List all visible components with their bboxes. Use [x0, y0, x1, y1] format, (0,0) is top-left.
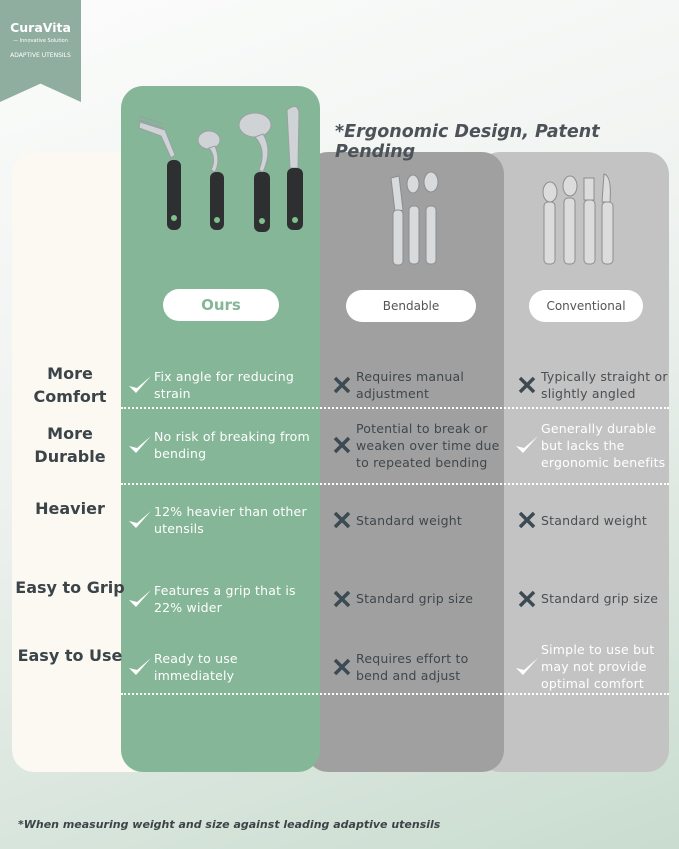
- comparison-cell: Typically straight or slightly angled: [515, 362, 670, 407]
- comparison-cell: Potential to break or weaken over time d…: [330, 407, 500, 483]
- bendable-utensils-image: [390, 171, 439, 266]
- cross-icon: [330, 510, 354, 530]
- comparison-cell: Features a grip that is 22% wider: [128, 557, 318, 640]
- cross-icon: [330, 657, 354, 677]
- conventional-utensils-image: [542, 173, 614, 265]
- cross-icon: [330, 589, 354, 609]
- row-divider: [121, 483, 669, 485]
- check-icon: [128, 435, 152, 455]
- comparison-cell: Standard weight: [515, 483, 670, 557]
- comparison-cell: Requires effort to bend and adjust: [330, 640, 500, 693]
- cell-text: No risk of breaking from bending: [154, 429, 310, 461]
- check-icon: [128, 375, 152, 395]
- cell-text: Generally durable but lacks the ergonomi…: [541, 420, 666, 470]
- brand-product: ADAPTIVE UTENSILS: [10, 52, 71, 59]
- cell-text: Features a grip that is 22% wider: [154, 582, 296, 615]
- check-icon: [128, 510, 152, 530]
- column-header-ours: Ours: [163, 289, 279, 321]
- cell-text: Ready to use immediately: [154, 650, 238, 683]
- cross-icon: [515, 510, 539, 530]
- cell-text: Potential to break or weaken over time d…: [356, 420, 500, 470]
- cell-text: Standard weight: [541, 512, 647, 528]
- cell-text: Requires effort to bend and adjust: [356, 650, 469, 683]
- row-label: More Durable: [34, 424, 106, 466]
- cell-text: Standard grip size: [541, 591, 659, 606]
- cell-text: Fix angle for reducing strain: [154, 368, 294, 401]
- cross-icon: [515, 375, 539, 395]
- cell-text: Simple to use but may not provide optima…: [541, 642, 655, 691]
- cross-icon: [330, 375, 354, 395]
- comparison-cell: 12% heavier than other utensils: [128, 483, 318, 557]
- comparison-cell: Ready to use immediately: [128, 640, 318, 693]
- row-label: Easy to Grip: [15, 577, 125, 597]
- row-divider: [121, 693, 669, 695]
- check-icon: [128, 589, 152, 609]
- cross-icon: [515, 589, 539, 609]
- cell-text: 12% heavier than other utensils: [154, 504, 307, 536]
- cell-text: Standard weight: [356, 512, 462, 528]
- row-label: Heavier: [35, 499, 105, 518]
- ours-utensils-image: [138, 106, 303, 232]
- check-icon: [128, 657, 152, 677]
- headline: *Ergonomic Design, Patent Pending: [335, 122, 600, 162]
- column-header-bendable: Bendable: [346, 290, 476, 322]
- check-icon: [515, 435, 539, 455]
- cell-text: Standard grip size: [356, 591, 474, 606]
- comparison-cell: Fix angle for reducing strain: [128, 362, 318, 407]
- column-header-conventional: Conventional: [529, 290, 643, 322]
- brand-tagline: — Innovative Solution: [13, 38, 68, 44]
- cell-text: Requires manual adjustment: [356, 368, 464, 401]
- row-divider: [121, 407, 669, 409]
- comparison-cell: Standard grip size: [515, 557, 670, 640]
- comparison-cell: Simple to use but may not provide optima…: [515, 640, 670, 693]
- row-label: Easy to Use: [17, 645, 123, 665]
- comparison-cell: Requires manual adjustment: [330, 362, 500, 407]
- comparison-cell: Generally durable but lacks the ergonomi…: [515, 407, 670, 483]
- cell-text: Typically straight or slightly angled: [541, 368, 668, 401]
- check-icon: [515, 657, 539, 677]
- comparison-cell: Standard grip size: [330, 557, 500, 640]
- footnote: *When measuring weight and size against …: [18, 818, 441, 831]
- comparison-cell: Standard weight: [330, 483, 500, 557]
- brand-name: CuraVita: [10, 20, 71, 35]
- row-label: More Comfort: [33, 363, 107, 406]
- brand-badge: CuraVita — Innovative Solution ADAPTIVE …: [0, 0, 81, 102]
- comparison-cell: No risk of breaking from bending: [128, 407, 318, 483]
- cross-icon: [330, 435, 354, 455]
